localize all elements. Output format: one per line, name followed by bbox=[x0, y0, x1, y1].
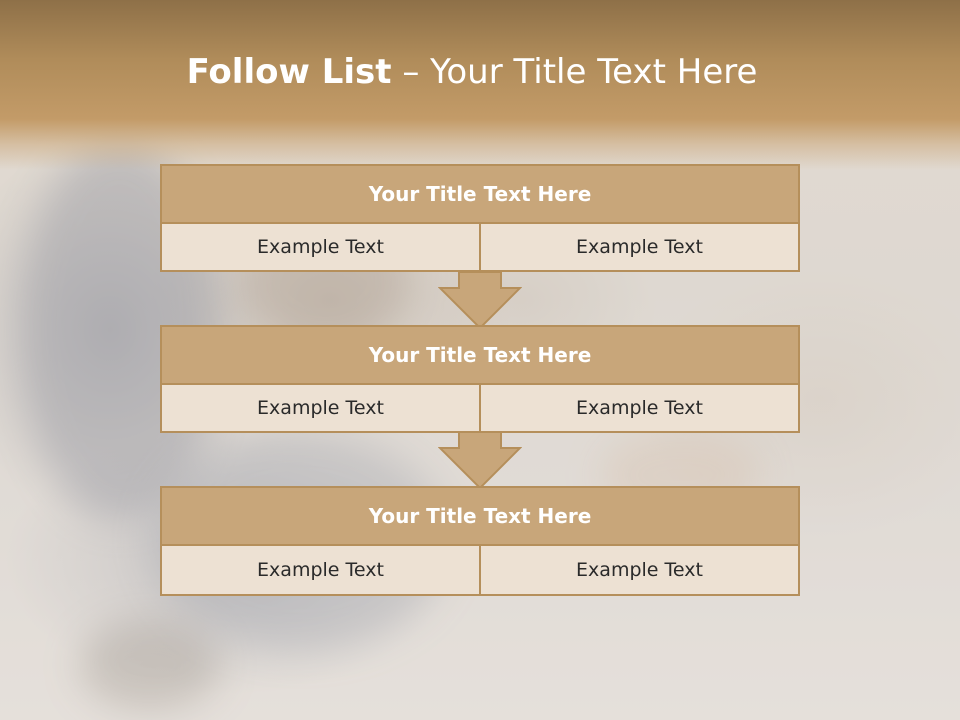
slide-title: Follow List – Your Title Text Here bbox=[0, 52, 944, 92]
stage-box-3: Your Title Text Here Example Text Exampl… bbox=[160, 486, 800, 596]
slide-title-subtitle: – Your Title Text Here bbox=[391, 52, 758, 92]
stage-title: Your Title Text Here bbox=[162, 327, 798, 385]
stage-row: Example Text Example Text bbox=[162, 546, 798, 594]
stage-box-2: Your Title Text Here Example Text Exampl… bbox=[160, 325, 800, 433]
stage-row: Example Text Example Text bbox=[162, 385, 798, 431]
stage-title: Your Title Text Here bbox=[162, 166, 798, 224]
stage-cell-right: Example Text bbox=[479, 385, 798, 431]
stage-cell-right: Example Text bbox=[479, 546, 798, 594]
stage-cell-left: Example Text bbox=[257, 559, 384, 581]
stage-cell-left: Example Text bbox=[257, 397, 384, 419]
down-arrow-icon bbox=[438, 432, 522, 490]
stage-row: Example Text Example Text bbox=[162, 224, 798, 270]
down-arrow-icon bbox=[438, 272, 522, 330]
stage-cell-left: Example Text bbox=[257, 236, 384, 258]
header-band bbox=[0, 0, 960, 170]
stage-title: Your Title Text Here bbox=[162, 488, 798, 546]
stage-box-1: Your Title Text Here Example Text Exampl… bbox=[160, 164, 800, 272]
stage-cell-right: Example Text bbox=[479, 224, 798, 270]
slide-title-main: Follow List bbox=[186, 52, 392, 92]
